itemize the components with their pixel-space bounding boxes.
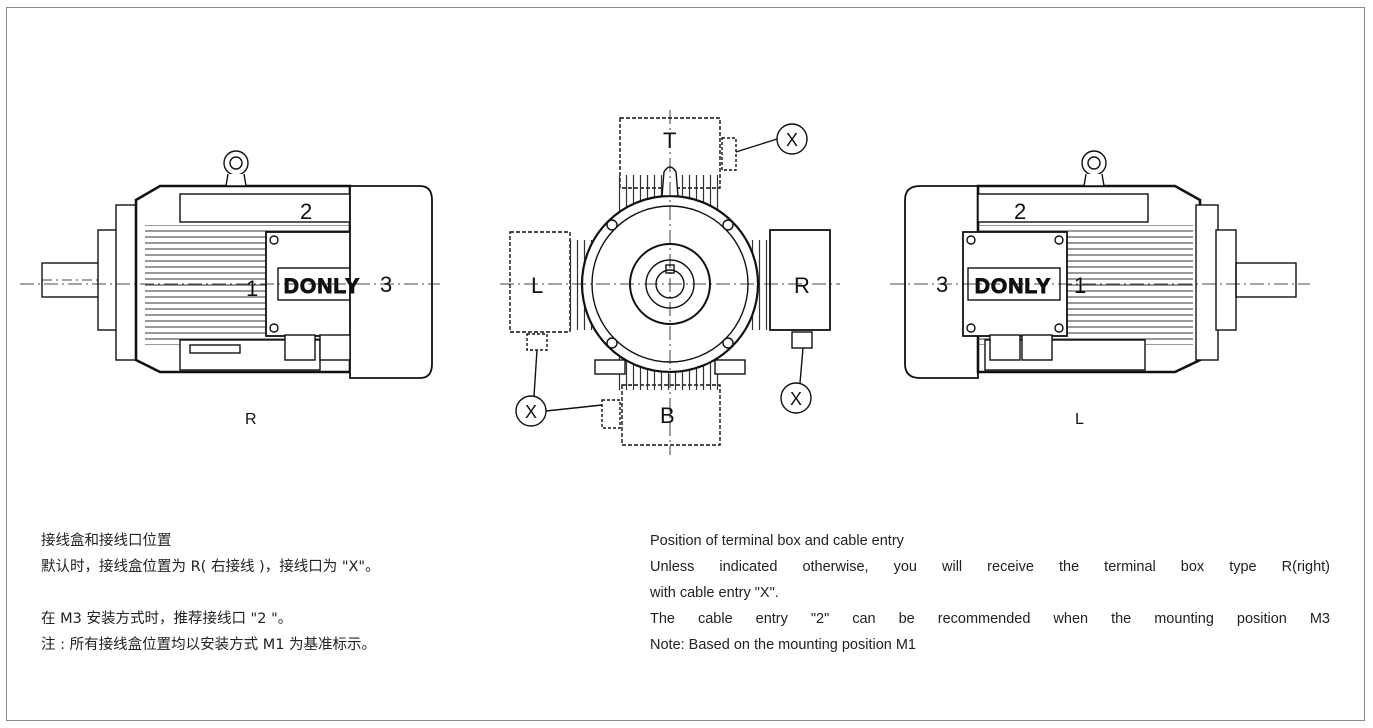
note-cn-default: 默认时，接线盒位置为 R( 右接线 )，接线口为 "X"。 — [41, 559, 380, 575]
note-cn-m3: 在 M3 安装方式时，推荐接线口 "2 "。 — [41, 611, 293, 627]
eye-bolt-right — [1081, 150, 1107, 176]
note-en-default: Unless indicated otherwise, you will rec… — [650, 559, 1330, 575]
cable-entry-x-top: X — [786, 130, 798, 150]
fan-cover-left — [349, 185, 433, 379]
position-1-label-left: 1 — [246, 276, 258, 301]
cable-entry-marker-right — [780, 382, 812, 414]
fan-cover-right — [904, 185, 979, 379]
brand-logo-left: DONLY — [284, 275, 361, 298]
position-3-label-left: 3 — [380, 272, 392, 297]
position-1-label-right: 1 — [1074, 273, 1086, 298]
position-r-label: R — [794, 273, 810, 298]
note-cn-title: 接线盒和接线口位置 — [41, 533, 172, 549]
drawing-frame — [6, 7, 1365, 721]
view-caption-l: L — [1075, 411, 1084, 428]
terminal-box-left-side — [509, 231, 571, 333]
motor-side-view-right — [890, 150, 1310, 379]
note-en-m1: Note: Based on the mounting position M1 — [650, 637, 916, 653]
flange-left — [97, 229, 119, 331]
cable-entry-x-left: X — [525, 402, 537, 422]
notes-chinese: 接线盒和接线口位置 默认时，接线盒位置为 R( 右接线 )，接线口为 "X"。 … — [41, 528, 601, 658]
view-caption-r: R — [245, 411, 257, 428]
position-b-label: B — [660, 403, 675, 428]
note-en-title: Position of terminal box and cable entry — [650, 533, 904, 549]
notes-english: Position of terminal box and cable entry… — [650, 528, 1330, 658]
position-3-label-right: 3 — [936, 272, 948, 297]
note-cn-m1: 注 : 所有接线盒位置均以安装方式 M1 为基准标示。 — [41, 637, 377, 653]
motor-end-view — [500, 110, 840, 455]
position-2-label-right: 2 — [1014, 199, 1026, 224]
motor-side-view-left — [20, 150, 440, 379]
note-en-default-cont: with cable entry "X". — [650, 585, 779, 601]
position-2-label-left: 2 — [300, 199, 312, 224]
cable-entry-x-right: X — [790, 389, 802, 409]
note-en-m3: The cable entry "2" can be recommended w… — [650, 611, 1330, 627]
eye-bolt-left — [223, 150, 249, 176]
brand-logo-right: DONLY — [975, 275, 1052, 298]
position-t-label: T — [663, 128, 676, 153]
shaft-right — [1235, 262, 1297, 298]
position-l-label: L — [531, 273, 543, 298]
terminal-box-bottom — [621, 384, 721, 446]
